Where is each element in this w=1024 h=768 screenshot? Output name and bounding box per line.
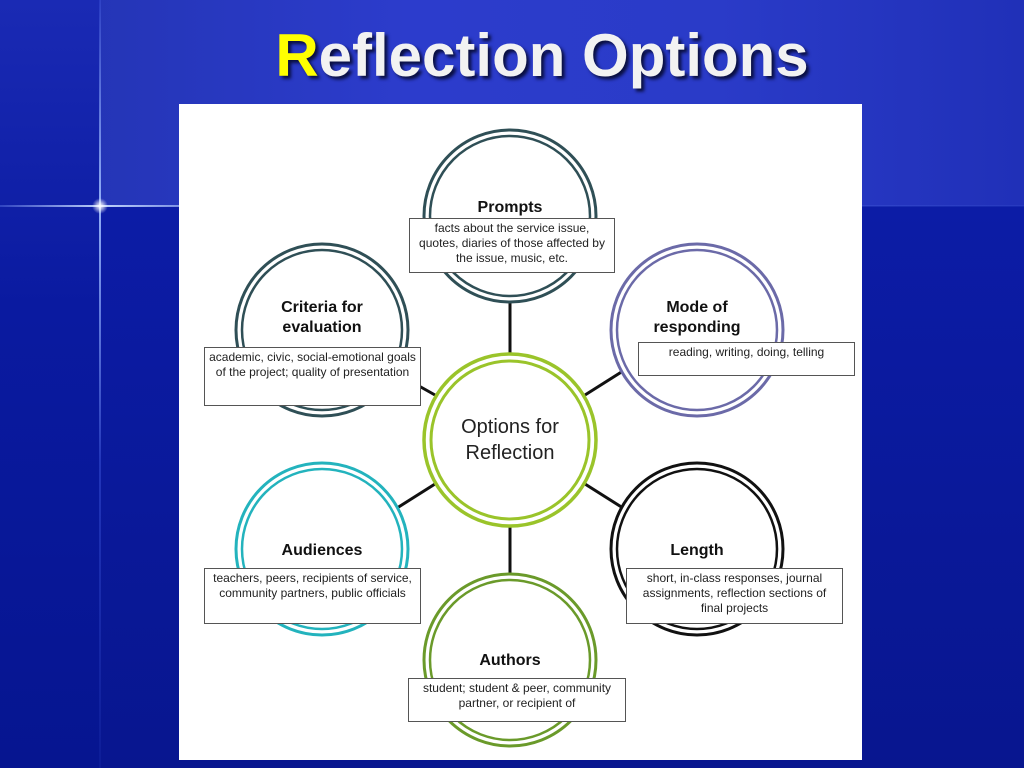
background-left-band bbox=[0, 0, 100, 768]
length-label: Length bbox=[670, 542, 724, 559]
authors-description: student; student & peer, community partn… bbox=[408, 678, 626, 722]
criteria-label-line1: Criteria for bbox=[281, 299, 363, 316]
center-label-line2: Reflection bbox=[465, 442, 555, 464]
mode-label-line2: responding bbox=[653, 319, 741, 336]
audiences-label: Audiences bbox=[281, 542, 363, 559]
criteria-label: Criteria for evaluation bbox=[242, 298, 402, 338]
connector-criteria bbox=[418, 384, 436, 397]
authors-label: Authors bbox=[479, 652, 541, 669]
connector-length bbox=[584, 482, 624, 510]
audiences-description: teachers, peers, recipients of service, … bbox=[204, 568, 421, 624]
criteria-description: academic, civic, social-emotional goals … bbox=[204, 347, 421, 406]
prompts-description: facts about the service issue, quotes, d… bbox=[409, 218, 615, 273]
criteria-label-line2: evaluation bbox=[282, 319, 362, 336]
circle-center bbox=[422, 352, 598, 528]
center-label-line1: Options for bbox=[461, 416, 559, 438]
slide-title: Reflection Options bbox=[0, 16, 1024, 96]
sparkle-decoration bbox=[92, 198, 108, 214]
title-initial: R bbox=[275, 22, 319, 89]
title-rest: eflection Options bbox=[318, 22, 809, 89]
length-description: short, in-class responses, journal assig… bbox=[626, 568, 843, 624]
connector-mode bbox=[584, 369, 624, 397]
decorative-vertical-line bbox=[99, 0, 101, 768]
diagram-panel: Options for Reflection Prompts facts abo… bbox=[179, 104, 862, 760]
mode-description: reading, writing, doing, telling bbox=[638, 342, 855, 376]
mode-label: Mode of responding bbox=[619, 298, 775, 338]
prompts-label: Prompts bbox=[477, 199, 543, 216]
connector-audiences bbox=[396, 482, 436, 510]
mode-label-line1: Mode of bbox=[666, 299, 728, 316]
center-label: Options for Reflection bbox=[430, 414, 590, 466]
